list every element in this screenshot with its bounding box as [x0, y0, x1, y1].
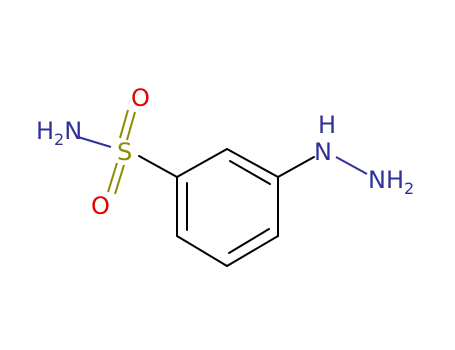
oxygen-bottom-label: O — [91, 192, 110, 220]
sulfur-oxygen-double-bond-top-b — [126, 111, 136, 141]
ring-bond-4 — [226, 235, 279, 267]
hydrazine-nh2-label: NH2 — [368, 166, 414, 198]
carbon-sulfur-bond — [138, 155, 178, 178]
sulfur-nitrogen-bond — [77, 136, 112, 148]
ring-bond-1 — [176, 148, 228, 178]
ring-double-bond-inner-1 — [229, 160, 271, 185]
sulfonamide-nh2-label: H2N — [36, 117, 82, 149]
ring-bond-5 — [176, 235, 228, 267]
carbon-nitrogen-bond — [277, 156, 315, 178]
sulfur-oxygen-double-bond-top-a — [119, 109, 129, 139]
hydrazine-h-label: H — [318, 111, 336, 139]
sulfur-label: S — [117, 138, 132, 166]
svg-text:NH2: NH2 — [368, 166, 414, 198]
sulfur-oxygen-double-bond-bottom-a — [107, 162, 118, 193]
ring-double-bond-inner-2 — [228, 228, 270, 254]
hydrazine-n1-label: N — [314, 138, 332, 166]
ring-bond-2 — [226, 148, 279, 178]
sulfur-oxygen-double-bond-bottom-b — [114, 164, 125, 195]
nitrogen-nitrogen-bond — [335, 156, 368, 175]
oxygen-top-label: O — [131, 84, 150, 112]
svg-text:H2N: H2N — [36, 117, 82, 149]
